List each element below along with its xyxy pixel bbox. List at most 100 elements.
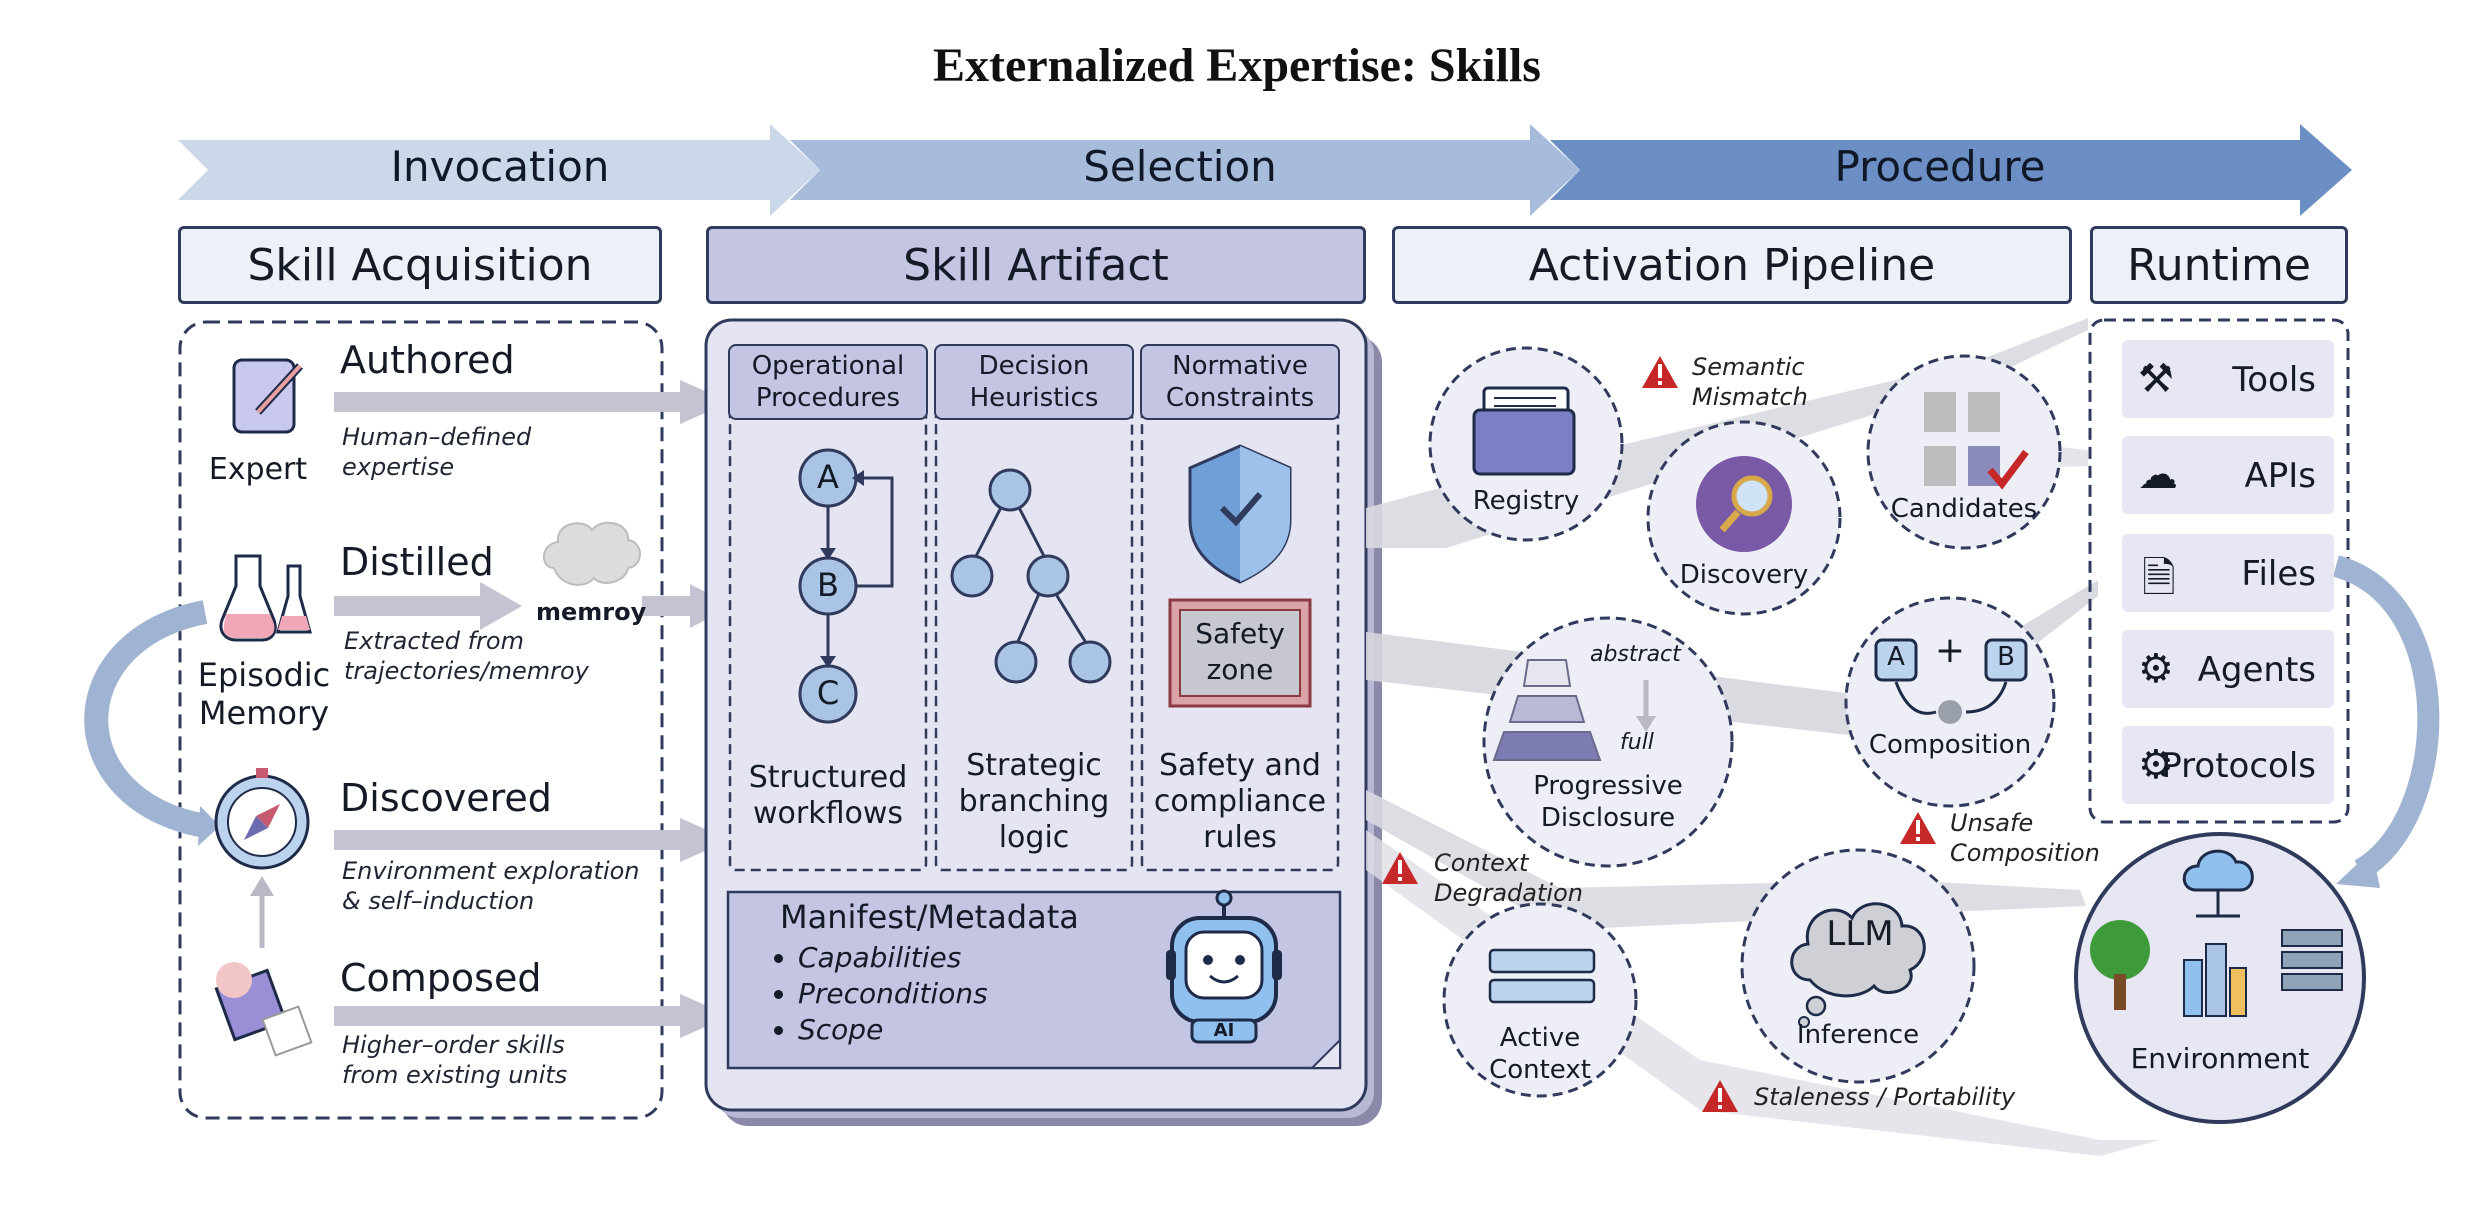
stream-4 (1366, 830, 2160, 1156)
documents-icon (1924, 392, 2029, 490)
column-text-normative: Safety and compliance rules (1142, 748, 1338, 856)
manifest-item: Scope (798, 1012, 988, 1048)
authored-arrow (334, 380, 730, 424)
page-title: Externalized Expertise: Skills (933, 39, 1541, 92)
decision-text-line2: branching (958, 784, 1110, 819)
runtime-env-arrow (2332, 555, 2440, 880)
discovery-label: Discovery (1679, 560, 1809, 590)
column-head-decision-line2: Heuristics (969, 383, 1099, 413)
puzzle-icon (214, 962, 313, 1057)
cloud-api-icon: ☁ (2138, 452, 2178, 498)
composition-label: Composition (1868, 730, 2032, 760)
stage-selection: Selection (1083, 142, 1277, 191)
discovered-desc1: Environment exploration (342, 857, 640, 885)
runtime-item-agents: ⚙ Agents (2122, 630, 2334, 708)
acquisition-box (178, 320, 664, 1120)
disclosure-label: Progressive Disclosure (1504, 770, 1712, 834)
registry-label: Registry (1472, 486, 1580, 516)
robot-badge: AI (1213, 1020, 1235, 1041)
memroy-label: memroy (536, 598, 647, 626)
decision-text-line3: logic (998, 820, 1070, 855)
full-label: full (1620, 730, 1654, 755)
panel-skill-artifact: Skill Artifact (706, 226, 1366, 304)
flow-node-c: C (816, 674, 840, 712)
active-context-line2: Context (1489, 1055, 1591, 1085)
pyramid-icon (1492, 659, 1656, 761)
expert-pencil-icon (232, 358, 303, 434)
runtime-label-tools: Tools (2232, 360, 2316, 400)
authored-desc1: Human–defined (342, 423, 532, 451)
flow-node-b: B (817, 566, 839, 604)
runtime-item-protocols: ⚙ Protocols (2122, 726, 2334, 804)
normative-text-line1: Safety and (1159, 748, 1321, 783)
decision-text-line1: Strategic (966, 748, 1102, 783)
candidates-label: Candidates (1890, 494, 2038, 524)
authored-title: Authored (340, 338, 515, 382)
column-text-operational: Structured workflows (730, 760, 926, 832)
warning-staleness: Staleness / Portability (1754, 1083, 2016, 1111)
episodic-memory-label: Episodic Memory (194, 656, 334, 732)
column-head-normative: Normative Constraints (1140, 344, 1340, 420)
brain-icon (543, 521, 641, 586)
expert-label: Expert (208, 452, 308, 487)
column-head-operational-line1: Operational (751, 351, 905, 381)
warning-icon-semantic (1642, 356, 1678, 388)
stage-arrow-procedure (1550, 124, 2352, 216)
composed-arrow (334, 994, 730, 1038)
server-icon (2281, 929, 2343, 991)
inference-label: Inference (1796, 1020, 1920, 1050)
manifest-title: Manifest/Metadata (780, 898, 1079, 936)
llm-cloud-icon (1790, 902, 1926, 1028)
context-bars-icon (1488, 948, 1596, 1004)
flask-icon (219, 554, 312, 642)
episodic-loop-arrow (84, 600, 208, 838)
column-text-decision: Strategic branching logic (936, 748, 1132, 856)
distilled-title: Distilled (340, 540, 494, 584)
decision-tree-icon (950, 468, 1112, 684)
panel-activation-pipeline: Activation Pipeline (1392, 226, 2072, 304)
runtime-item-files: 🗎 Files (2122, 534, 2334, 612)
safety-zone-label: Safety zone (1180, 616, 1300, 688)
manifest-list: Capabilities Preconditions Scope (772, 940, 988, 1048)
distilled-desc2: trajectories/memroy (344, 657, 589, 685)
warning-unsafe-line1: Unsafe (1950, 809, 2034, 837)
normative-text-line2: compliance (1153, 784, 1327, 819)
episodic-label-line1: Episodic (197, 656, 331, 694)
composition-b: B (1997, 642, 2015, 672)
stage-invocation: Invocation (390, 142, 610, 191)
warning-unsafe-line2: Composition (1950, 839, 2100, 867)
disclosure-line2: Disclosure (1540, 803, 1676, 833)
wrench-icon: ⚒ (2138, 356, 2174, 402)
composition-icon (1874, 638, 2028, 724)
runtime-label-protocols: Protocols (2161, 746, 2316, 786)
candidates-node (1866, 354, 2062, 550)
column-head-normative-line1: Normative (1172, 351, 1308, 381)
warning-context-line2: Degradation (1434, 879, 1583, 907)
panel-skill-acquisition: Skill Acquisition (178, 226, 662, 304)
active-context-label: Active Context (1460, 1022, 1620, 1086)
distilled-arrow (334, 582, 522, 630)
runtime-label-files: Files (2241, 554, 2316, 594)
composed-title: Composed (340, 956, 542, 1000)
protocol-icon: ⚙ (2138, 742, 2174, 788)
warning-semantic-line1: Semantic (1692, 353, 1805, 381)
composed-desc2: from existing units (342, 1061, 568, 1089)
shield-icon (1188, 444, 1292, 584)
normative-text-line3: rules (1203, 820, 1277, 855)
composition-plus: + (1934, 630, 1966, 671)
warning-semantic-line2: Mismatch (1692, 383, 1808, 411)
environment-label: Environment (2130, 1042, 2310, 1075)
flow-node-a: A (817, 458, 839, 496)
agent-icon: ⚙ (2138, 646, 2174, 692)
column-head-operational-line2: Procedures (755, 383, 901, 413)
warning-context-line1: Context (1434, 849, 1529, 877)
column-head-decision: Decision Heuristics (934, 344, 1134, 420)
active-context-line1: Active (1499, 1023, 1581, 1053)
column-head-operational: Operational Procedures (728, 344, 928, 420)
discovered-desc2: & self–induction (342, 887, 535, 915)
panel-runtime: Runtime (2090, 226, 2348, 304)
magnifier-icon (1696, 456, 1792, 552)
runtime-label-apis: APIs (2244, 456, 2316, 496)
stage-procedure: Procedure (1834, 142, 2046, 191)
